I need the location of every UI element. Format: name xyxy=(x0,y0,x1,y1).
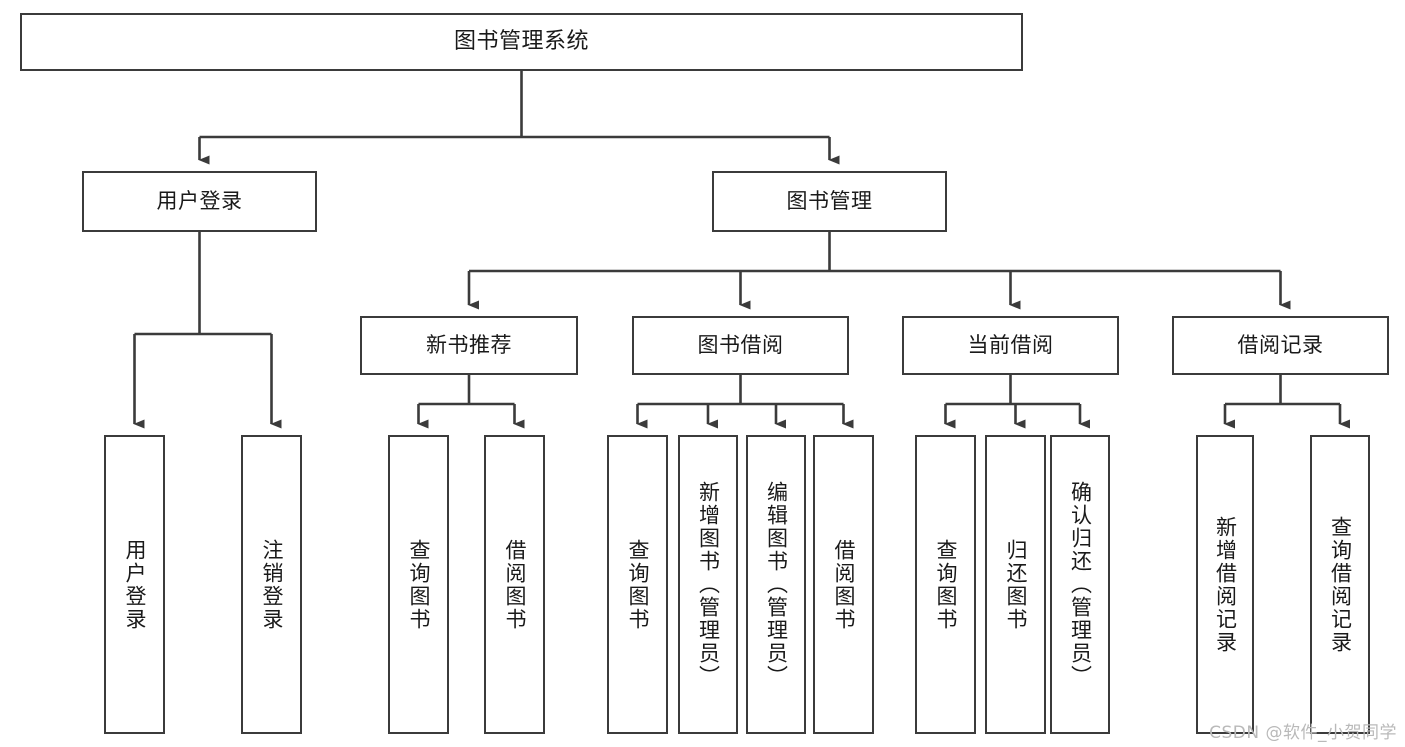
node-leaf-query-book-2[interactable]: 查询图书 xyxy=(607,435,668,734)
node-borrow-record[interactable]: 借阅记录 xyxy=(1172,316,1389,375)
node-label-leaf-borrow-book-1: 借阅图书 xyxy=(503,538,527,631)
node-leaf-user-login[interactable]: 用户登录 xyxy=(104,435,165,734)
node-leaf-add-book[interactable]: 新增图书（管理员） xyxy=(678,435,738,734)
node-book-borrow[interactable]: 图书借阅 xyxy=(632,316,849,375)
node-leaf-confirm-return[interactable]: 确认归还（管理员） xyxy=(1050,435,1110,734)
node-label-leaf-query-record: 查询借阅记录 xyxy=(1328,515,1353,654)
node-leaf-logout[interactable]: 注销登录 xyxy=(241,435,302,734)
node-label-leaf-add-record: 新增借阅记录 xyxy=(1213,515,1238,654)
node-root[interactable]: 图书管理系统 xyxy=(20,13,1023,71)
node-leaf-edit-book[interactable]: 编辑图书（管理员） xyxy=(746,435,806,734)
node-leaf-add-record[interactable]: 新增借阅记录 xyxy=(1196,435,1254,734)
node-label-new-book-rec: 新书推荐 xyxy=(426,332,512,357)
node-label-leaf-confirm-return: 确认归还（管理员） xyxy=(1068,481,1093,688)
node-label-root: 图书管理系统 xyxy=(453,28,589,54)
node-label-leaf-query-book-3: 查询图书 xyxy=(934,538,958,631)
node-label-book-borrow: 图书借阅 xyxy=(697,332,784,357)
node-label-leaf-logout: 注销登录 xyxy=(260,538,284,631)
node-label-leaf-query-book-2: 查询图书 xyxy=(626,538,650,631)
node-leaf-borrow-book-1[interactable]: 借阅图书 xyxy=(484,435,545,734)
node-label-leaf-add-book: 新增图书（管理员） xyxy=(696,481,721,688)
node-leaf-query-record[interactable]: 查询借阅记录 xyxy=(1310,435,1370,734)
node-label-leaf-borrow-book-2: 借阅图书 xyxy=(832,538,856,631)
node-label-leaf-return-book: 归还图书 xyxy=(1004,538,1028,631)
node-book-manage[interactable]: 图书管理 xyxy=(712,171,947,232)
node-label-leaf-user-login: 用户登录 xyxy=(123,538,147,631)
node-leaf-query-book-3[interactable]: 查询图书 xyxy=(915,435,976,734)
node-label-current-borrow: 当前借阅 xyxy=(967,332,1054,357)
node-new-book-rec[interactable]: 新书推荐 xyxy=(360,316,578,375)
node-leaf-query-book-1[interactable]: 查询图书 xyxy=(388,435,449,734)
node-leaf-borrow-book-2[interactable]: 借阅图书 xyxy=(813,435,874,734)
node-current-borrow[interactable]: 当前借阅 xyxy=(902,316,1119,375)
node-label-user-login: 用户登录 xyxy=(156,188,243,213)
node-label-book-manage: 图书管理 xyxy=(786,188,873,213)
node-label-leaf-query-book-1: 查询图书 xyxy=(407,538,431,631)
node-label-leaf-edit-book: 编辑图书（管理员） xyxy=(764,481,789,688)
node-leaf-return-book[interactable]: 归还图书 xyxy=(985,435,1046,734)
node-label-borrow-record: 借阅记录 xyxy=(1237,332,1324,357)
watermark: CSDN @软件_小贺同学 xyxy=(1209,723,1397,743)
node-user-login[interactable]: 用户登录 xyxy=(82,171,317,232)
